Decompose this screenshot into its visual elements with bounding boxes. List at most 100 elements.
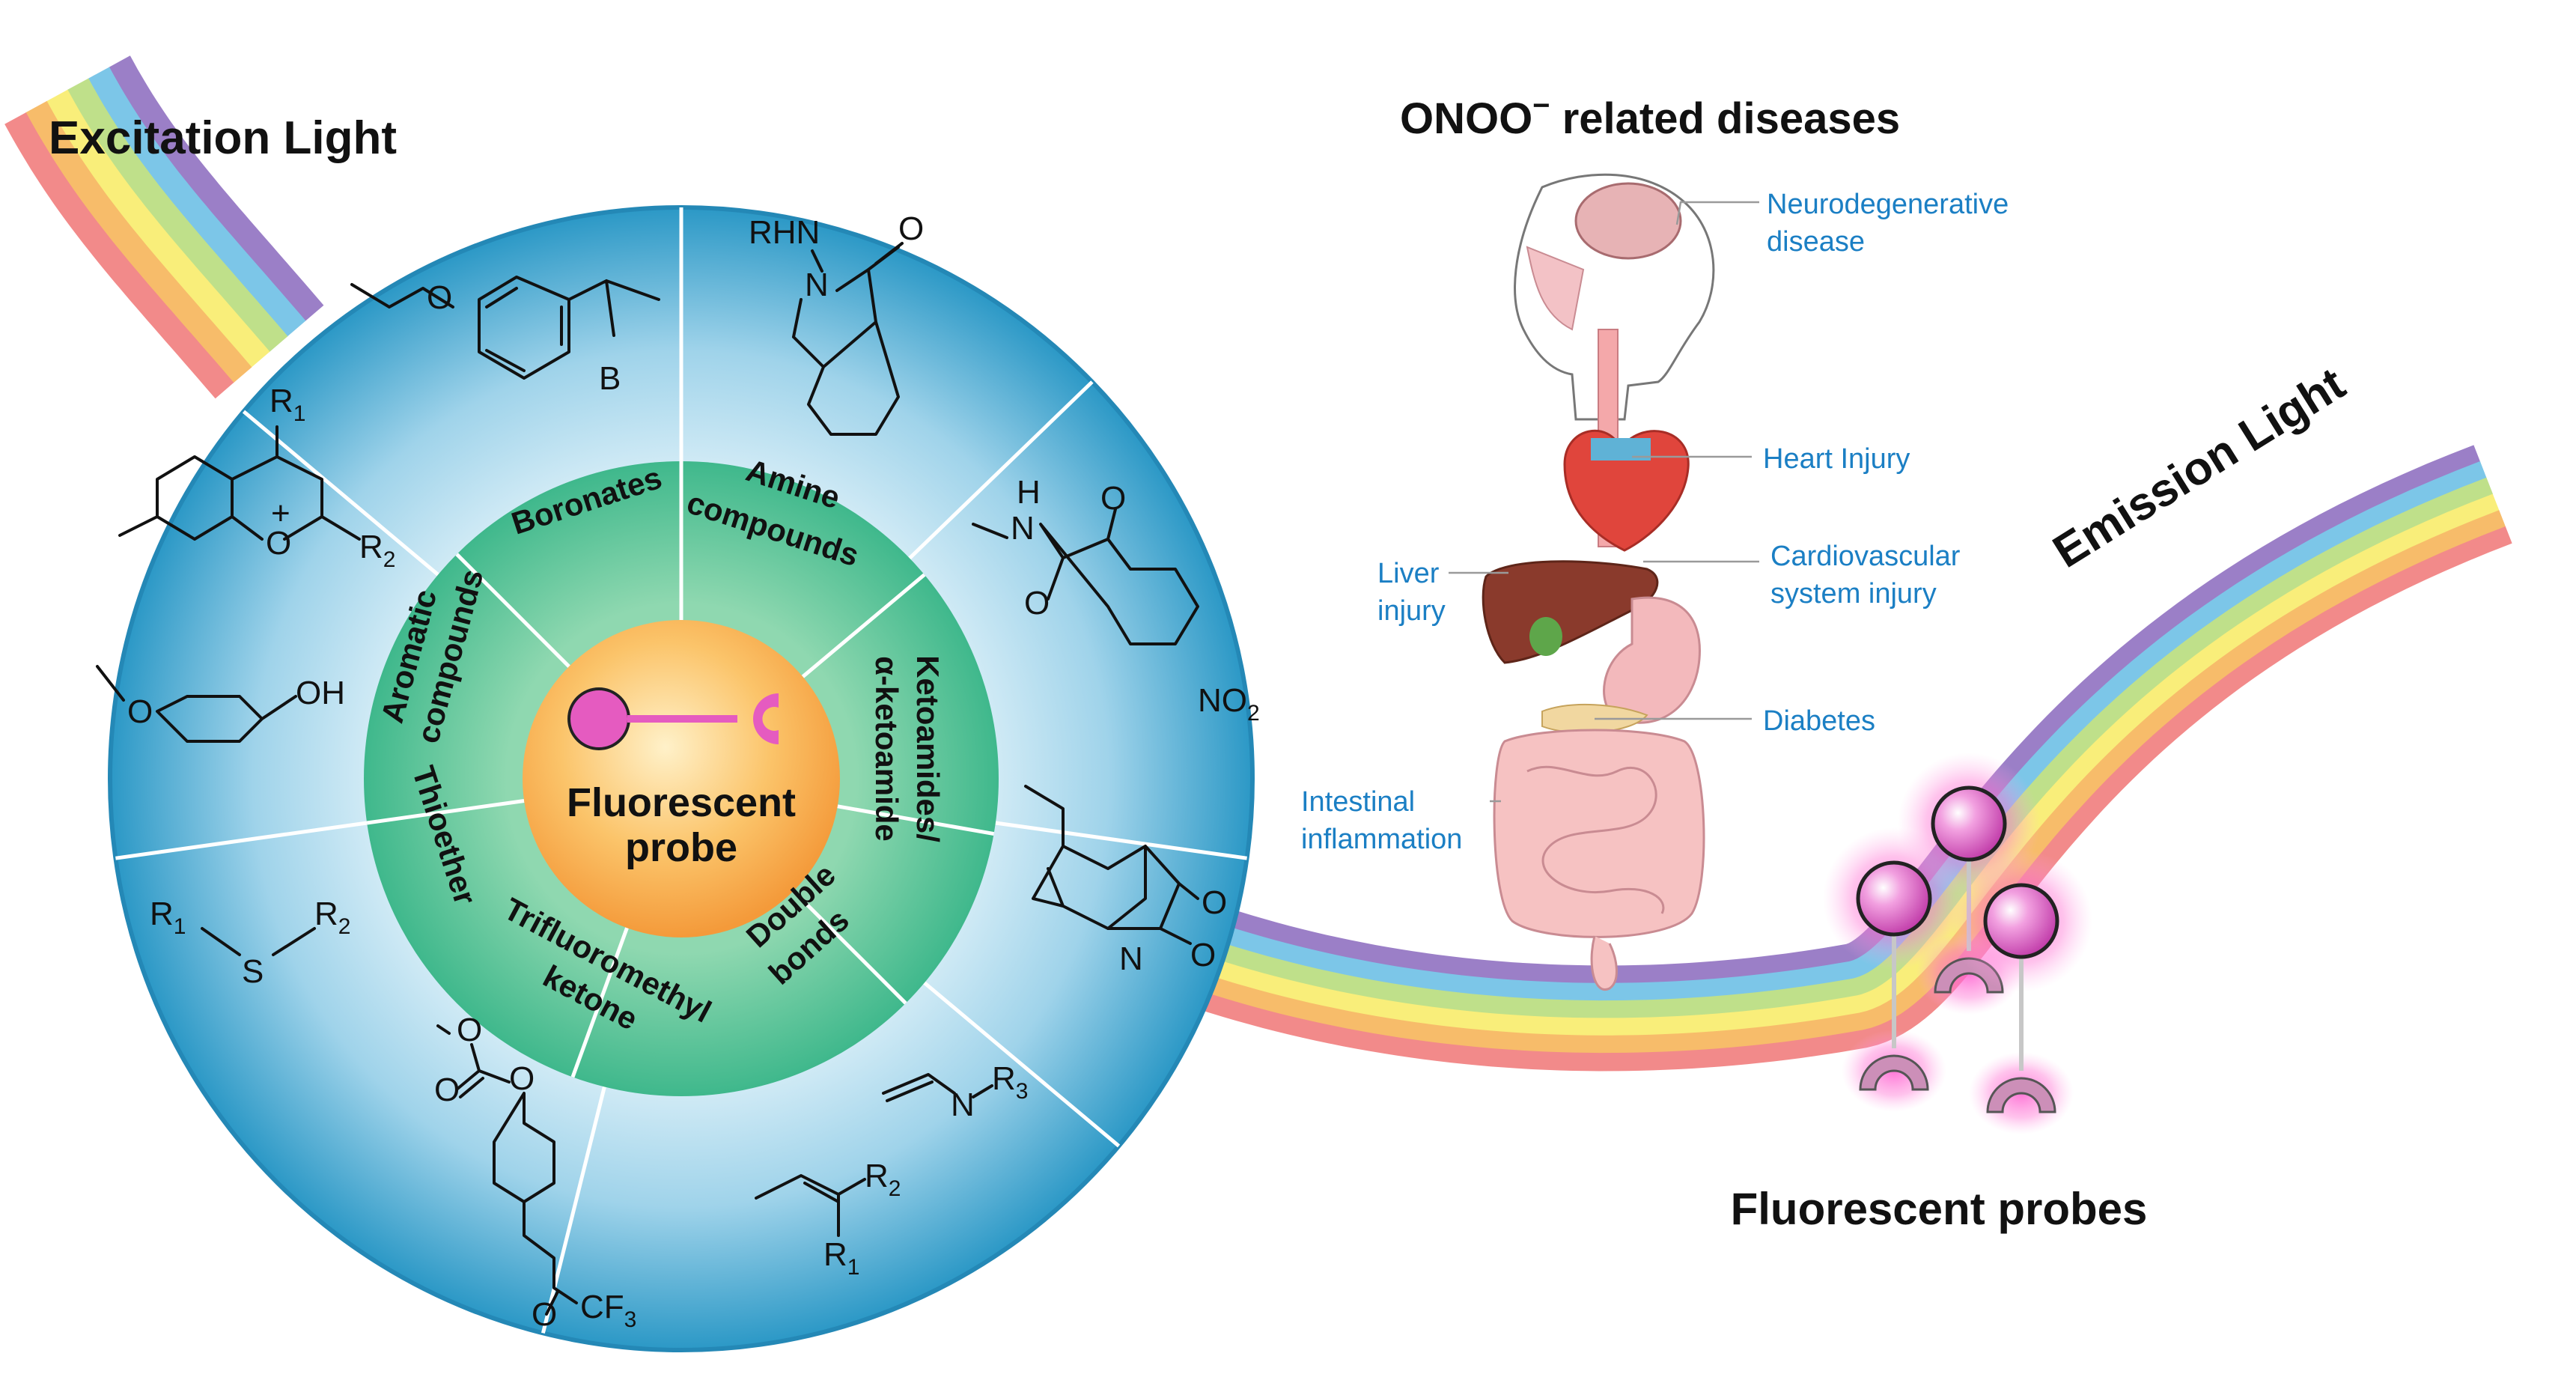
outer-divider-4 bbox=[541, 1086, 606, 1334]
fluorescent-probes-title: Fluorescent probes bbox=[1731, 1184, 2148, 1234]
disease-cardio-line2: system injury bbox=[1770, 578, 1937, 610]
chem-atom-b: B bbox=[599, 360, 621, 397]
chem-r2-thio-sub: 2 bbox=[338, 914, 351, 939]
diseases-title: ONOO− related diseases bbox=[1400, 89, 1900, 143]
chem-atom-o-tfmk3: O bbox=[509, 1060, 535, 1097]
chem-r3: R3 bbox=[992, 1060, 1028, 1104]
segment-label-ketoamides-line1: Ketoamides/ bbox=[910, 655, 946, 842]
chem-r2-thio-text: R bbox=[314, 896, 338, 932]
chem-r1-chrom: R1 bbox=[270, 383, 305, 426]
recognition-cup bbox=[753, 693, 779, 744]
chem-atom-o: O bbox=[427, 279, 452, 316]
chem-r3-sub: 3 bbox=[1016, 1079, 1029, 1104]
chem-no2-text: NO bbox=[1198, 682, 1247, 719]
rectum-icon bbox=[1590, 935, 1618, 991]
chem-r1-alkene-sub: 1 bbox=[847, 1255, 860, 1280]
chem-plus: + bbox=[271, 495, 290, 532]
inner-divider-6 bbox=[455, 553, 570, 668]
outer-divider-2 bbox=[995, 821, 1247, 860]
chem-oh: OH bbox=[296, 675, 345, 711]
probe-ball-0 bbox=[1856, 860, 1932, 937]
chem-r3-text: R bbox=[992, 1060, 1016, 1097]
glowing-probes bbox=[1823, 753, 2092, 1134]
probe-cup-2 bbox=[1986, 1077, 2056, 1113]
chem-atom-o-phenol: O bbox=[127, 693, 153, 730]
inner-divider-1 bbox=[801, 573, 926, 678]
diseases-title-main: ONOO bbox=[1400, 94, 1532, 143]
chem-atom-n-isatin: N bbox=[1119, 940, 1143, 977]
heart-icon bbox=[1563, 429, 1690, 552]
diseases-title-sup: − bbox=[1532, 89, 1550, 122]
fluorophore-ball bbox=[567, 687, 630, 750]
chem-atom-o-isatin1: O bbox=[1202, 884, 1227, 921]
structure-aromatic-chromenylium: R1 O + R2 bbox=[118, 383, 395, 572]
chem-cf3-sub: 3 bbox=[624, 1307, 637, 1332]
disease-leaders bbox=[1449, 201, 1759, 803]
chem-atom-o-amide: O bbox=[1024, 585, 1050, 621]
chem-r2-alkene-text: R bbox=[865, 1158, 889, 1194]
inner-divider-2 bbox=[837, 804, 995, 836]
inner-dividers bbox=[366, 461, 995, 1078]
chem-atom-o-chrom: O bbox=[266, 525, 291, 562]
inner-divider-4 bbox=[570, 927, 629, 1078]
structure-trifluoromethyl-ketone: O O O O CF3 bbox=[434, 1012, 636, 1333]
probe-glyph bbox=[567, 687, 779, 750]
chem-r1-chrom-sub: 1 bbox=[293, 401, 306, 426]
segment-label-ketoamides-line2: α-ketoamide bbox=[869, 656, 904, 842]
chem-r1-thio-sub: 1 bbox=[174, 914, 186, 939]
chem-r2-alkene: R2 bbox=[865, 1158, 901, 1201]
chem-r2-alkene-sub: 2 bbox=[889, 1176, 901, 1201]
brain-icon bbox=[1574, 182, 1682, 260]
chem-atom-h: H bbox=[1017, 474, 1041, 511]
chem-atom-n-imine: N bbox=[951, 1086, 975, 1123]
structure-thioether: R 1 S R2 bbox=[150, 896, 350, 990]
structure-aromatic-phenol: O OH bbox=[96, 665, 345, 743]
chem-r2-chrom-sub: 2 bbox=[383, 547, 396, 572]
disease-diabetes: Diabetes bbox=[1763, 705, 1875, 737]
chem-r2-chrom: R2 bbox=[359, 529, 395, 572]
disease-intestinal-line1: Intestinal bbox=[1301, 786, 1415, 818]
center-label-line1: Fluorescent bbox=[567, 780, 796, 825]
emission-band-3 bbox=[1207, 493, 2500, 1036]
outer-divider-1 bbox=[908, 380, 1094, 560]
excitation-band-2 bbox=[67, 78, 288, 353]
chem-no2-sub: 2 bbox=[1247, 701, 1260, 726]
nasal-cavity bbox=[1526, 246, 1585, 331]
chem-r1-alkene-text: R bbox=[823, 1236, 847, 1273]
structure-isatin: O O N bbox=[1024, 785, 1227, 977]
excitation-light-title: Excitation Light bbox=[49, 112, 397, 164]
chem-atom-o-tfmk4: O bbox=[532, 1296, 557, 1333]
chem-r2-thio: R2 bbox=[314, 896, 350, 939]
chem-atom-o-tfmk1: O bbox=[457, 1012, 482, 1048]
structure-double-bonds: N R3 R2 R1 bbox=[755, 1060, 1028, 1280]
chem-atom-n: N bbox=[805, 267, 829, 303]
wheel: Fluorescent probe Boronates Amine compou… bbox=[108, 205, 1255, 1352]
emission-band-2 bbox=[1212, 477, 2494, 1019]
intestines-icon bbox=[1493, 729, 1705, 938]
structure-ketoamide: N H O O NO2 bbox=[972, 474, 1260, 726]
excitation-rainbow bbox=[4, 55, 324, 399]
chem-atom-o-tfmk2: O bbox=[434, 1072, 460, 1108]
chem-atom-s: S bbox=[242, 953, 264, 990]
leader-neuro bbox=[1675, 201, 1759, 225]
structure-boronate: O B bbox=[350, 276, 660, 397]
excitation-band-5 bbox=[4, 112, 234, 399]
disease-heart: Heart Injury bbox=[1763, 443, 1910, 475]
chem-atom-o-isatin2: O bbox=[1190, 937, 1216, 973]
stomach-icon bbox=[1603, 596, 1701, 724]
emission-band-4 bbox=[1202, 510, 2506, 1054]
diseases-title-rest: related diseases bbox=[1550, 94, 1901, 143]
chem-atom-o-keto: O bbox=[898, 210, 924, 247]
chem-cf3: CF3 bbox=[580, 1289, 636, 1332]
chem-atom-o-ketone: O bbox=[1100, 480, 1126, 517]
chem-atom-n-amide: N bbox=[1011, 510, 1035, 547]
excitation-band-1 bbox=[88, 67, 306, 337]
anatomy-illustration bbox=[1482, 173, 1715, 991]
chem-r1-alkene: R1 bbox=[823, 1236, 859, 1280]
excitation-band-0 bbox=[109, 55, 324, 322]
excitation-band-3 bbox=[46, 89, 270, 368]
disease-liver-line1: Liver bbox=[1377, 558, 1440, 589]
disease-liver-line2: injury bbox=[1377, 595, 1446, 627]
gallbladder-icon bbox=[1529, 617, 1562, 656]
